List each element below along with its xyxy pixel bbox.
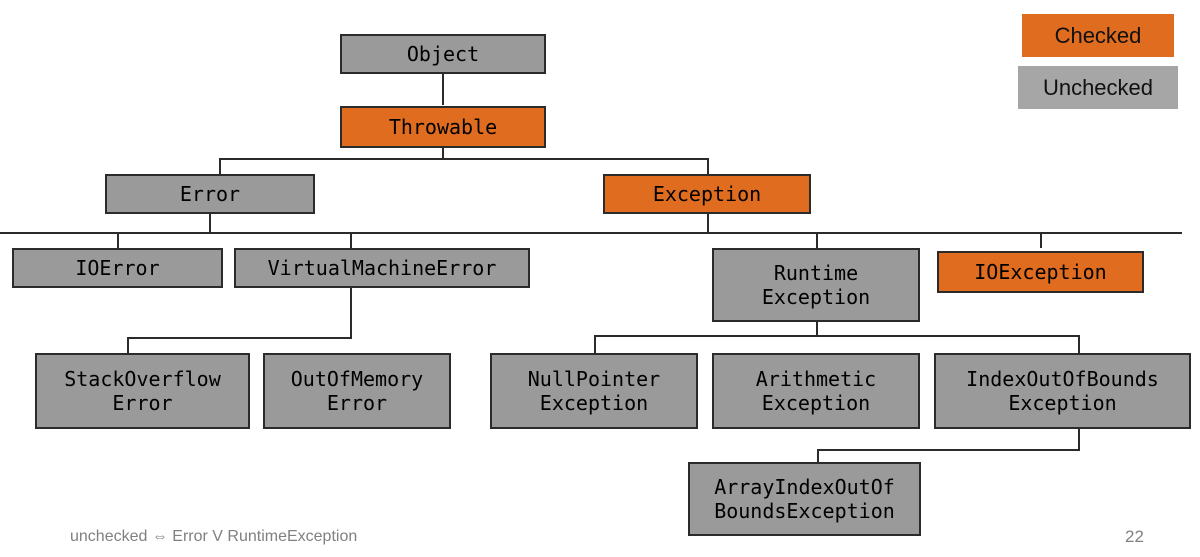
legend-checked-label: Checked [1054,22,1142,48]
node-virtualmachineerror[interactable]: VirtualMachineError [234,248,530,288]
connector-error-ioerror-drop [117,232,119,248]
connector-runtime-nullpointer-drop [594,335,596,353]
legend-item-checked[interactable]: Checked [1022,14,1174,57]
node-error[interactable]: Error [105,174,315,214]
node-indexoutofboundsexception[interactable]: IndexOutOfBounds Exception [934,353,1191,429]
node-arithmeticexception[interactable]: Arithmetic Exception [712,353,920,429]
node-ioexception[interactable]: IOException [937,251,1144,293]
connector-runtime-indexoutofbounds-drop [1078,335,1080,353]
connector-vmerror-stem [350,288,352,339]
node-arrayindexoutofboundsexception[interactable]: ArrayIndexOutOf BoundsException [688,462,921,536]
node-exception[interactable]: Exception [603,174,811,214]
node-stackoverflowerror[interactable]: StackOverflow Error [35,353,250,429]
connector-throwable-stem [442,148,444,160]
connector-exception-stem [707,214,709,234]
page-number: 22 [1125,527,1144,546]
legend-unchecked-label: Unchecked [1042,74,1154,100]
connector-error-stem [209,214,211,234]
connector-vmerror-bar [127,337,352,339]
legend-item-unchecked[interactable]: Unchecked [1018,66,1178,109]
connector-runtime-stem [816,322,818,337]
node-nullpointerexception[interactable]: NullPointer Exception [490,353,698,429]
connector-error-bar [0,232,1182,234]
connector-exception-runtime-drop [816,232,818,248]
connector-vmerror-stackoverflow-drop [127,337,129,353]
connector-error-vmerror-drop [350,232,352,248]
node-runtimeexception[interactable]: Runtime Exception [712,248,920,322]
connector-object-throwable [442,74,444,105]
node-object[interactable]: Object [340,34,546,74]
connector-runtime-bar [594,335,1080,337]
connector-arrayindex-bar [817,449,1080,451]
connector-throwable-error-drop [219,158,221,174]
connector-arrayindex-drop [817,449,819,463]
connector-throwable-exception-drop [707,158,709,174]
connector-indexoutofbounds-stem [1078,429,1080,451]
node-throwable[interactable]: Throwable [340,106,546,148]
connector-exception-ioexception-drop [1040,232,1042,248]
connector-throwable-bar [219,158,709,160]
footer-note: unchecked ⇔ Error V RuntimeException [70,528,358,545]
node-ioerror[interactable]: IOError [12,248,223,288]
node-outofmemoryerror[interactable]: OutOfMemory Error [263,353,451,429]
